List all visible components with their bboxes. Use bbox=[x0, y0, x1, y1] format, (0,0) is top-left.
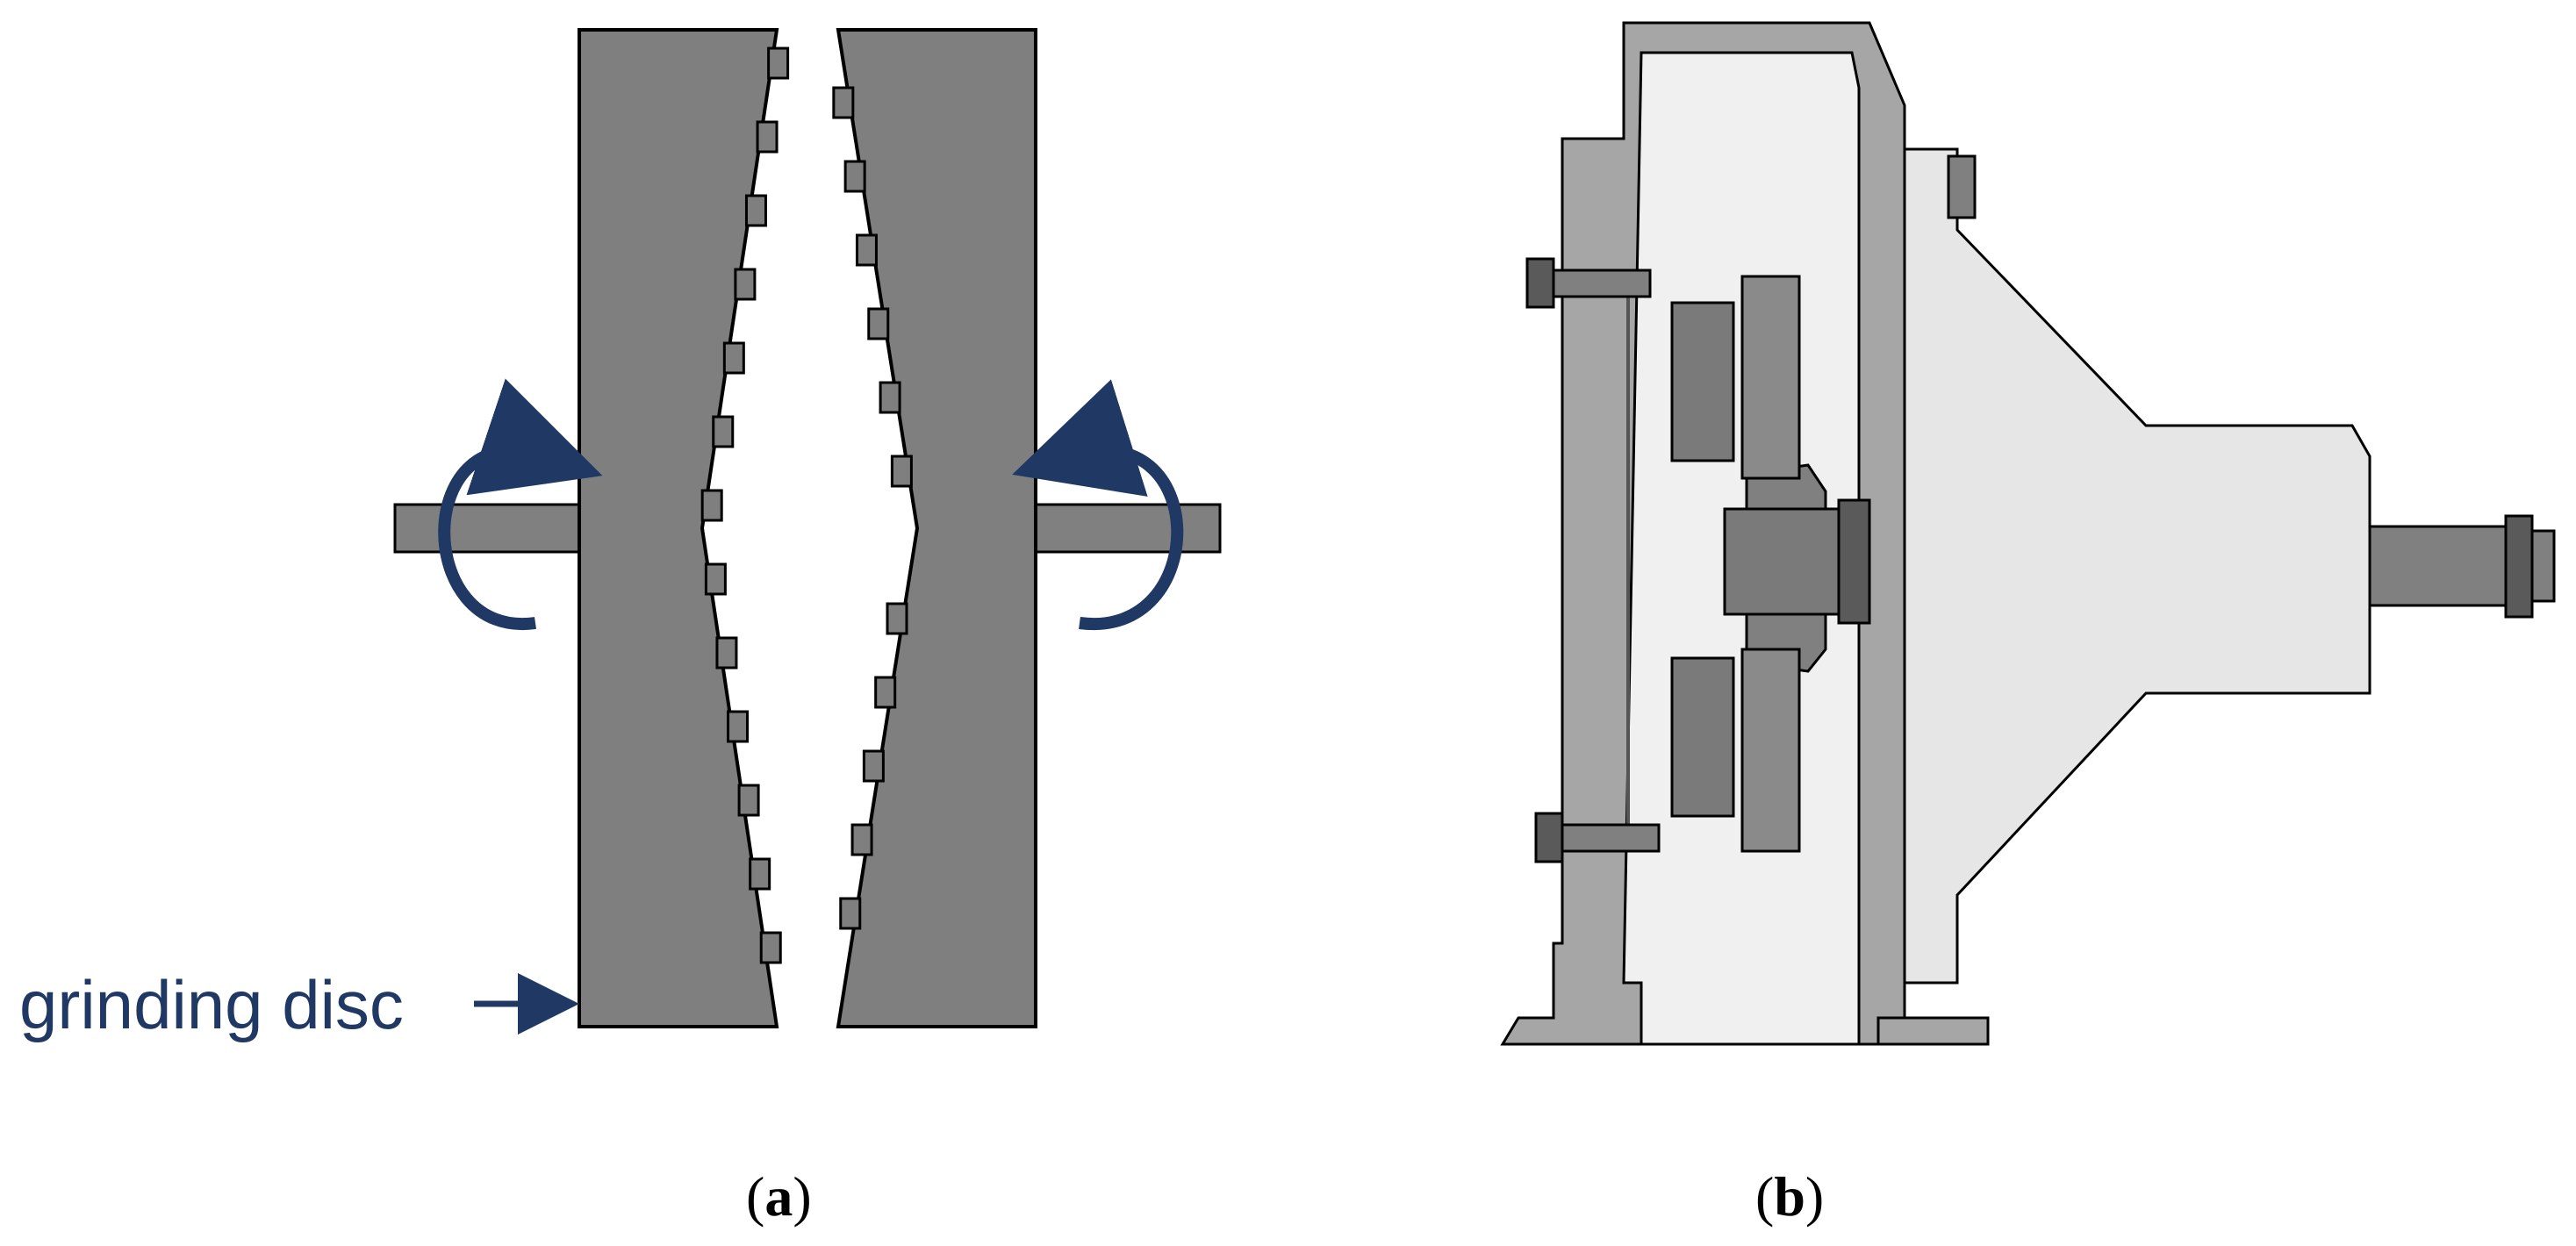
caption-a: (a) bbox=[746, 1165, 812, 1228]
lower-stator-disc bbox=[1670, 656, 1735, 818]
shaft-end bbox=[2530, 529, 2556, 603]
left-tooth bbox=[715, 636, 738, 670]
top-bolt bbox=[1947, 154, 1977, 219]
bearing-housing bbox=[1903, 147, 2371, 985]
left-tooth bbox=[749, 857, 771, 891]
right-tooth bbox=[874, 676, 897, 709]
upper-bolt-head bbox=[1525, 257, 1555, 309]
caption-a-open: ( bbox=[746, 1165, 764, 1228]
right-tooth bbox=[855, 233, 878, 267]
left-disc-teeth bbox=[700, 47, 790, 964]
lower-rotor-disc bbox=[1740, 648, 1801, 853]
left-tooth bbox=[722, 341, 745, 375]
left-tooth bbox=[700, 489, 723, 522]
lower-bolt-head bbox=[1534, 812, 1564, 863]
left-tooth bbox=[734, 268, 757, 301]
left-tooth bbox=[744, 194, 767, 227]
grinding-disc-label: grinding disc bbox=[19, 966, 404, 1043]
upper-stator-disc bbox=[1670, 301, 1735, 462]
left-tooth bbox=[727, 710, 750, 743]
right-tooth bbox=[850, 823, 873, 856]
right-shaft bbox=[1025, 503, 1222, 554]
left-shaft bbox=[393, 503, 590, 554]
left-tooth bbox=[767, 47, 790, 80]
caption-b-open: ( bbox=[1755, 1165, 1774, 1228]
right-tooth bbox=[839, 897, 862, 930]
left-grinding-disc bbox=[578, 28, 779, 1028]
right-tooth bbox=[867, 307, 890, 340]
right-tooth bbox=[890, 455, 913, 488]
right-tooth bbox=[879, 381, 901, 414]
caption-b-letter: b bbox=[1774, 1165, 1805, 1228]
caption-b-close: ) bbox=[1805, 1165, 1824, 1228]
upper-rotor-disc bbox=[1740, 275, 1801, 480]
right-tooth bbox=[843, 160, 866, 193]
right-tooth bbox=[832, 86, 855, 119]
left-tooth bbox=[759, 931, 782, 964]
bearing-housing-foot bbox=[1876, 1016, 1990, 1046]
left-rotation-arrow bbox=[438, 378, 603, 631]
right-tooth bbox=[862, 749, 885, 783]
right-disc-teeth bbox=[832, 86, 913, 930]
caption-a-close: ) bbox=[793, 1165, 811, 1228]
right-grinding-disc bbox=[836, 28, 1037, 1028]
left-tooth bbox=[704, 562, 727, 596]
left-tooth bbox=[737, 784, 760, 817]
caption-a-letter: a bbox=[764, 1165, 793, 1228]
right-rotation-arrow bbox=[1012, 379, 1184, 631]
left-tooth bbox=[756, 120, 779, 154]
hub-shaft bbox=[1723, 507, 1849, 616]
caption-b: (b) bbox=[1755, 1165, 1824, 1228]
left-tooth bbox=[712, 415, 735, 448]
hub-nut bbox=[1837, 498, 1871, 625]
panel-b-refiner-cross-section bbox=[1500, 21, 2556, 1046]
output-shaft bbox=[2368, 525, 2512, 607]
right-tooth bbox=[886, 602, 908, 635]
panel-a-grinding-discs: grinding disc bbox=[19, 28, 1222, 1043]
shaft-nut bbox=[2504, 514, 2534, 619]
